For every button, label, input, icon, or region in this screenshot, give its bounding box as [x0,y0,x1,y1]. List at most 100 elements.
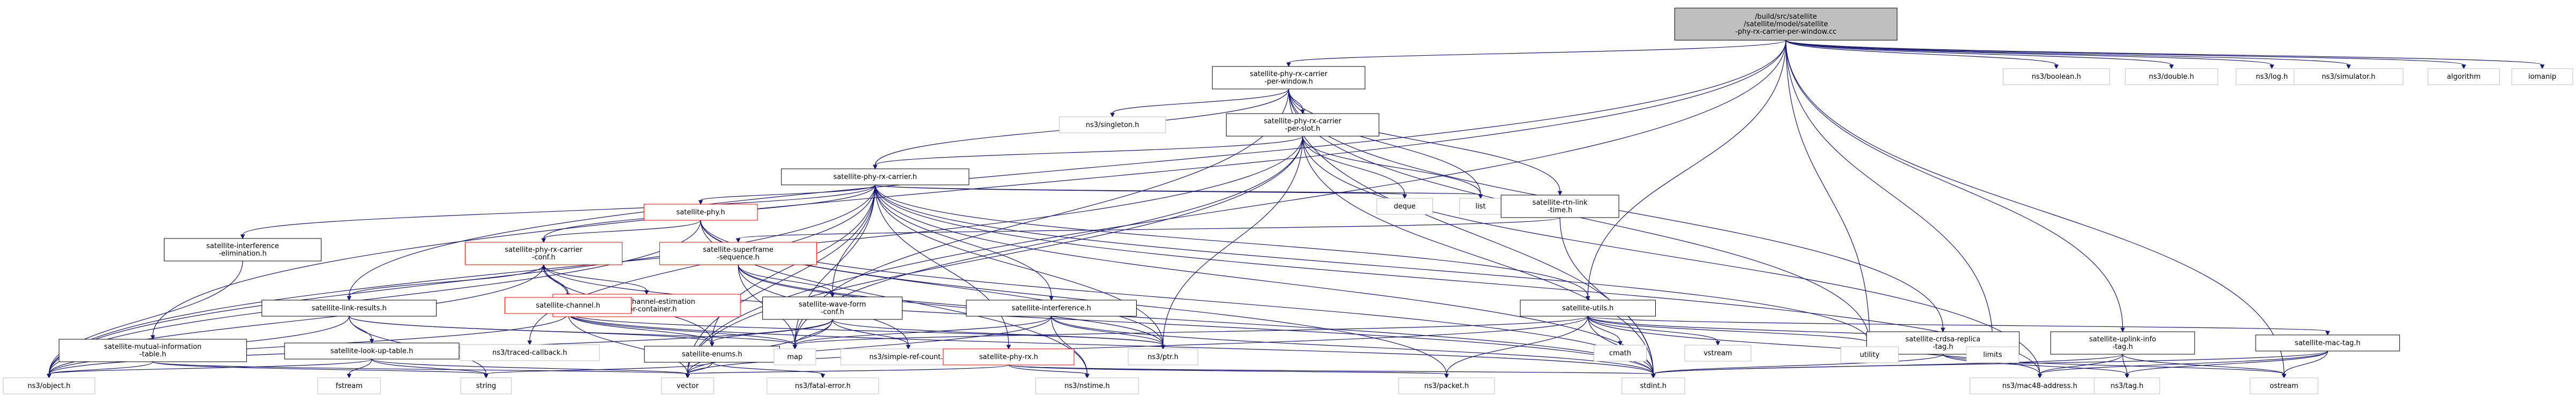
edge-perslot_h-to-list [1302,136,1481,195]
edge-sinterf_h-to-stdint [1051,316,1654,375]
node-label: satellite-superframe [703,246,773,254]
node-list[interactable]: list [1459,198,1502,215]
node-tracedcb[interactable]: ns3/traced-callback.h [460,344,600,361]
edge-arrowhead [527,340,532,346]
node-box [1594,345,1647,362]
edge-arrowhead [2325,331,2330,336]
node-ostream[interactable]: ostream [2249,377,2318,394]
node-box [2255,334,2400,352]
node-limits[interactable]: limits [1966,346,2019,363]
node-label: ns3/fatal-error.h [795,382,851,390]
edge-channel_h-to-map [567,313,795,346]
node-label: satellite-mutual-information [104,343,201,351]
edge-linkres_h-to-enums_h [349,316,712,343]
node-nstag[interactable]: ns3/tag.h [2094,377,2160,394]
node-rxcarrier-h[interactable]: satellite-phy-rx-carrier.h [781,168,970,185]
node-sinterf-h[interactable]: satellite-interference.h [966,300,1137,317]
node-box [773,348,816,365]
edge-perslot_h-to-stdint [1302,136,1654,375]
node-nsnstime[interactable]: ns3/nstime.h [1035,377,1139,394]
node-label: deque [1394,203,1416,211]
node-vstream[interactable]: vstream [1684,345,1752,362]
node-label: -table.h [139,350,166,359]
node-nsboolean[interactable]: ns3/boolean.h [2003,68,2110,85]
node-string[interactable]: string [460,377,512,394]
node-label: -time.h [1548,206,1572,214]
node-label: -per-window.h [1264,78,1313,86]
node-interfelim-h[interactable]: satellite-interference-elimination.h [163,238,322,262]
edge-lookup_h-to-vector [371,359,688,375]
node-box [58,339,247,362]
node-superframe-h[interactable]: satellite-superframe-sequence.h [659,242,817,265]
node-deque[interactable]: deque [1376,198,1433,215]
node-lookup-h[interactable]: satellite-look-up-table.h [284,342,460,360]
node-utils-h[interactable]: satellite-utils.h [1520,300,1656,317]
edge-waveform_h-to-simplerc [832,319,909,346]
node-mutual-h[interactable]: satellite-mutual-information-table.h [58,339,247,362]
node-enums-h[interactable]: satellite-enums.h [644,346,780,363]
edge-percarrierwin_h-to-map [794,88,1289,346]
node-label: satellite-phy-rx-carrier [1250,70,1328,78]
node-nsobject[interactable]: ns3/object.h [3,377,95,394]
node-perslot-h[interactable]: satellite-phy-rx-carrier-per-slot.h [1226,113,1379,137]
node-map[interactable]: map [773,348,816,365]
node-mactag-h[interactable]: satellite-mac-tag.h [2255,334,2400,352]
node-box [659,242,817,265]
node-root[interactable]: /build/src/satellite/satellite/model/sat… [1674,8,1898,41]
node-rtnlink-h[interactable]: satellite-rtn-link-time.h [1500,195,1619,218]
node-phyrx-h[interactable]: satellite-phy-rx.h [943,348,1075,365]
edge-root-to-nsboolean [1785,40,2057,65]
edge-root-to-nslog [1785,40,2272,65]
node-label: vector [677,382,699,390]
node-uplink-h[interactable]: satellite-uplink-info-tag.h [2050,331,2195,355]
edge-linkres_h-to-lookup_h [349,316,372,340]
node-cmath[interactable]: cmath [1594,345,1647,362]
node-nspacket[interactable]: ns3/packet.h [1398,377,1495,394]
node-label: satellite-link-results.h [312,304,387,312]
node-label: satellite-crdsa-replica [1905,335,1980,344]
edge-arrowhead [2054,64,2059,70]
node-nssingleton[interactable]: ns3/singleton.h [1058,116,1166,133]
node-nssimulator[interactable]: ns3/simulator.h [2294,68,2404,85]
node-label: satellite-uplink-info [2089,335,2156,344]
node-fatalerr[interactable]: ns3/fatal-error.h [767,377,879,394]
node-nsdouble[interactable]: ns3/double.h [2125,68,2218,85]
edge-mactag_h-to-ostream [2284,350,2328,375]
node-algorithm[interactable]: algorithm [2428,68,2500,85]
node-waveform-h[interactable]: satellite-wave-form-conf.h [762,296,903,320]
node-label: fstream [336,382,363,390]
node-mac48[interactable]: ns3/mac48-address.h [1970,377,2110,394]
edge-utils_h-to-cmath [1587,316,1621,342]
node-utility[interactable]: utility [1841,346,1899,363]
node-box [1841,346,1899,363]
node-label: -elimination.h [219,250,267,258]
node-nsptr[interactable]: ns3/ptr.h [1128,348,1198,365]
node-carrierconf-h[interactable]: satellite-phy-rx-carrier-conf.h [464,242,622,265]
node-box [1970,377,2110,394]
node-label: -sequence.h [717,253,760,262]
edge-arrowhead [1006,345,1011,350]
node-label: ns3/mac48-address.h [2002,382,2077,390]
node-box [781,168,970,185]
edge-perslot_h-to-nsptr [1162,136,1303,346]
node-label: satellite-phy-rx.h [979,353,1038,361]
edge-lookup_h-to-fstream [349,359,372,375]
node-channel-h[interactable]: satellite-channel.h [504,297,632,314]
node-phy-h[interactable]: satellite-phy.h [643,204,758,221]
node-linkres-h[interactable]: satellite-link-results.h [261,300,437,317]
node-fstream[interactable]: fstream [317,377,381,394]
edge-arrowhead [47,374,51,379]
edge-arrowhead [1586,296,1590,301]
edge-carrierconf_h-to-stdint [543,264,1654,375]
edge-rxcarrier_h-to-phy_h [700,184,876,201]
edge-superframe_h-to-waveform_h [738,264,833,294]
node-iomanip[interactable]: iomanip [2511,68,2573,85]
edge-superframe_h-to-nsptr [738,264,1163,346]
node-label: ns3/double.h [2149,73,2194,81]
node-percarrierwin-h[interactable]: satellite-phy-rx-carrier-per-window.h [1212,66,1365,89]
node-box [3,377,95,394]
node-vector[interactable]: vector [661,377,714,394]
edge-perslot_h-to-deque [1302,136,1405,195]
node-stdint[interactable]: stdint.h [1621,377,1685,394]
edge-sinterf_h-to-nsnstime [1051,316,1088,375]
